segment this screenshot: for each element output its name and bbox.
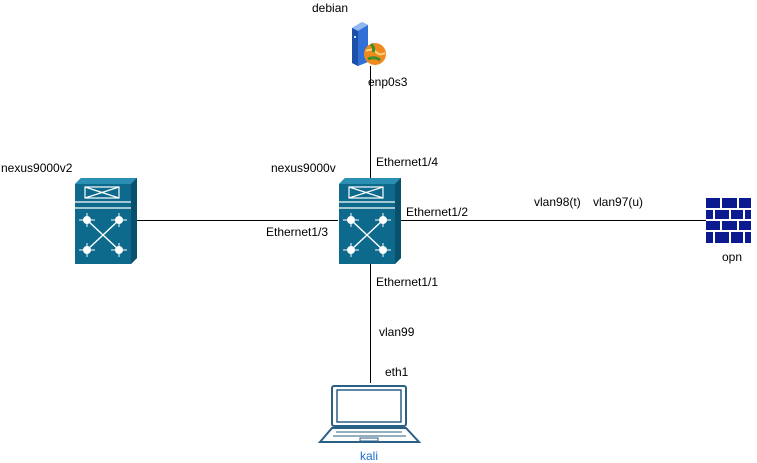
kali-laptop[interactable] bbox=[317, 384, 422, 444]
nexus-switch-icon bbox=[75, 178, 137, 264]
link-nexus-opn bbox=[400, 220, 706, 221]
link-debian-nexus bbox=[370, 66, 371, 178]
nexus9000v-label: nexus9000v bbox=[271, 161, 336, 175]
server-icon bbox=[352, 22, 386, 66]
vlan-label-97-untagged: vlan97(u) bbox=[593, 195, 644, 209]
interface-label-ethernet1-1: Ethernet1/1 bbox=[376, 275, 439, 289]
interface-label-eth1: eth1 bbox=[385, 365, 409, 379]
link-nexus-kali bbox=[370, 263, 371, 383]
nexus9000v2-switch[interactable] bbox=[73, 178, 137, 264]
interface-label-ethernet1-2: Ethernet1/2 bbox=[406, 205, 469, 219]
laptop-icon bbox=[317, 385, 422, 443]
interface-label-enp0s3: enp0s3 bbox=[368, 75, 408, 89]
nexus9000v-switch[interactable] bbox=[337, 178, 401, 264]
link-nexus2-nexus bbox=[136, 220, 338, 221]
nexus9000v2-label: nexus9000v2 bbox=[1, 161, 73, 175]
nexus-switch-icon bbox=[339, 178, 401, 264]
vlan-label-98-tagged: vlan98(t) bbox=[534, 195, 581, 209]
firewall-icon bbox=[706, 198, 751, 243]
debian-server[interactable] bbox=[346, 22, 390, 66]
kali-label: kali bbox=[360, 449, 379, 463]
opn-label: opn bbox=[722, 250, 743, 264]
interface-label-ethernet1-3: Ethernet1/3 bbox=[266, 225, 329, 239]
vlan-label-99: vlan99 bbox=[379, 325, 415, 339]
interface-label-ethernet1-4: Ethernet1/4 bbox=[376, 155, 439, 169]
opn-firewall[interactable] bbox=[706, 198, 751, 243]
debian-label: debian bbox=[312, 1, 349, 15]
